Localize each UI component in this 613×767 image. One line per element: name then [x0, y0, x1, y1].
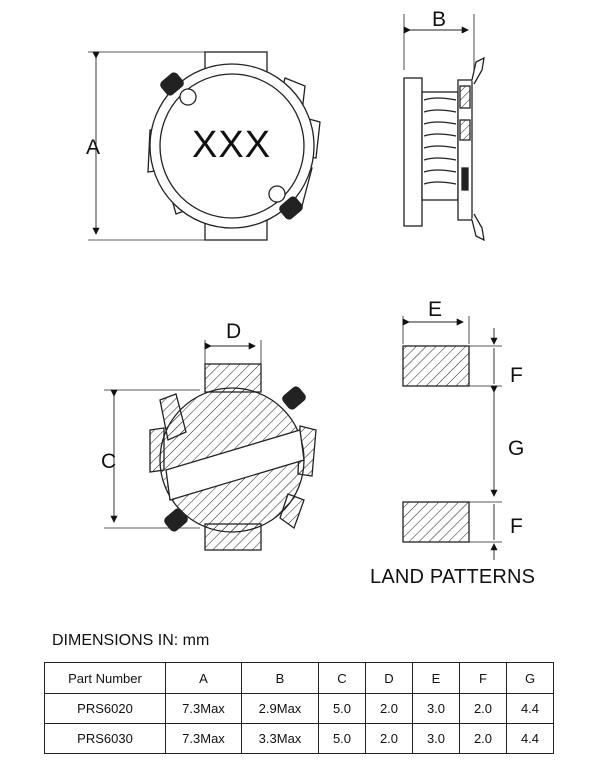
top-view	[88, 51, 321, 241]
table-row: PRS6030 7.3Max 3.3Max 5.0 2.0 3.0 2.0 4.…	[44, 723, 554, 754]
dim-label-f-top: F	[510, 364, 523, 387]
table-cell: 5.0	[318, 723, 366, 754]
dimensions-title: DIMENSIONS IN: mm	[52, 632, 210, 649]
land-patterns	[402, 316, 502, 560]
table-cell: 2.0	[365, 723, 413, 754]
table-cell: 2.0	[459, 723, 507, 754]
dim-label-c: C	[101, 450, 117, 473]
table-header-cell: E	[412, 662, 460, 694]
component-marking: XXX	[192, 124, 272, 166]
table-header-cell: B	[241, 662, 319, 694]
table-cell: 4.4	[506, 693, 554, 724]
table-header-cell: G	[506, 662, 554, 694]
dimensions-table: Part Number A B C D E F G PRS6020 7.3Max…	[44, 662, 554, 754]
table-cell: 5.0	[318, 693, 366, 724]
side-view	[403, 14, 485, 242]
table-header-cell: Part Number	[44, 662, 166, 694]
dim-label-a: A	[86, 136, 101, 159]
table-cell: 7.3Max	[165, 693, 242, 724]
table-header-cell: F	[459, 662, 507, 694]
table-header-cell: C	[318, 662, 366, 694]
table-cell: PRS6020	[44, 693, 166, 724]
table-header-row: Part Number A B C D E F G	[44, 662, 554, 694]
table-cell: 3.3Max	[241, 723, 319, 754]
bottom-view	[104, 340, 317, 551]
table-header-cell: D	[365, 662, 413, 694]
dim-label-g: G	[508, 437, 525, 460]
land-patterns-title: LAND PATTERNS	[370, 566, 536, 588]
technical-drawing	[88, 14, 502, 560]
table-cell: 2.0	[459, 693, 507, 724]
table-cell: 4.4	[506, 723, 554, 754]
table-header-cell: A	[165, 662, 242, 694]
dim-label-e: E	[428, 298, 443, 321]
table-cell: PRS6030	[44, 723, 166, 754]
table-cell: 3.0	[412, 723, 460, 754]
table-cell: 7.3Max	[165, 723, 242, 754]
table-row: PRS6020 7.3Max 2.9Max 5.0 2.0 3.0 2.0 4.…	[44, 693, 554, 724]
table-cell: 3.0	[412, 693, 460, 724]
table-cell: 2.0	[365, 693, 413, 724]
dim-label-b: B	[432, 8, 447, 31]
dim-label-d: D	[226, 320, 242, 343]
dim-label-f-bottom: F	[510, 515, 523, 538]
table-cell: 2.9Max	[241, 693, 319, 724]
